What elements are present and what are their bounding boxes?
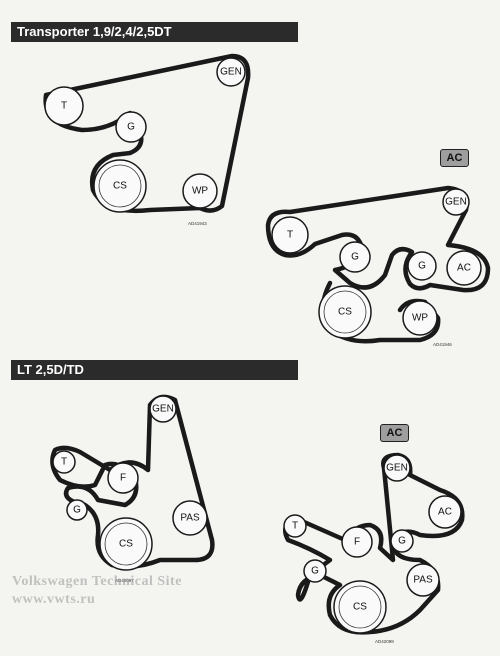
pulley-cs-rim: [338, 585, 382, 629]
pulley-t: [271, 216, 309, 254]
belt-path: [50, 394, 215, 569]
pulley-cs: [333, 580, 387, 634]
label-ac: AC: [457, 263, 471, 274]
pulley-wp: [182, 173, 218, 209]
pulley-cs: [318, 285, 372, 339]
pulley-pas: [172, 500, 208, 536]
pulley-cs: [93, 159, 147, 213]
label-gen: GEN: [445, 197, 467, 208]
label-cs: CS: [338, 307, 352, 318]
label-gen: GEN: [386, 463, 408, 474]
label-gen: GEN: [220, 67, 242, 78]
diagram-code: AD42097: [115, 578, 134, 583]
belt-path: [43, 53, 251, 213]
diagram-lt-ac: GEN AC T F G G PAS CS AD42098: [282, 452, 465, 644]
label-g: G: [127, 122, 135, 133]
pulley-cs-rim: [323, 290, 367, 334]
label-pas: PAS: [180, 513, 200, 524]
label-ac: AC: [438, 507, 452, 518]
pulley-f: [341, 526, 373, 558]
pulley-g: [66, 499, 88, 521]
label-t: T: [292, 521, 298, 532]
label-g1: G: [398, 536, 406, 547]
pulley-ac: [446, 250, 482, 286]
diagram-code: AD41946: [433, 342, 452, 347]
pulley-pas: [406, 563, 440, 597]
pulley-gen: [442, 188, 470, 216]
ac-badge-lt: AC: [380, 424, 409, 442]
section-title-lt: LT 2,5D/TD: [11, 360, 298, 380]
label-wp: WP: [412, 313, 428, 324]
pulley-cs: [99, 517, 153, 571]
pulley-gen: [149, 395, 177, 423]
pulley-t: [283, 514, 307, 538]
pulley-cs-rim: [104, 522, 148, 566]
diagram-transporter-ac: T G GEN G AC CS WP AD41946: [265, 185, 491, 347]
label-t: T: [61, 101, 67, 112]
label-cs: CS: [113, 181, 127, 192]
watermark-url: www.vwts.ru: [12, 592, 96, 607]
pulley-g2: [407, 251, 437, 281]
pulley-g1: [339, 241, 371, 273]
pulley-t: [44, 86, 84, 126]
label-g: G: [73, 505, 81, 516]
label-cs: CS: [119, 539, 133, 550]
section-title-transporter: Transporter 1,9/2,4/2,5DT: [11, 22, 298, 42]
label-t: T: [61, 457, 67, 468]
diagram-lt-no-ac: GEN T F G CS PAS AD42097: [50, 394, 215, 583]
label-pas: PAS: [413, 575, 433, 586]
pulley-g1: [390, 529, 414, 553]
watermark-site-name: Volkswagen Technical Site: [12, 574, 182, 589]
diagram-code: AD41943: [188, 221, 207, 226]
pulley-g: [115, 111, 147, 143]
label-cs: CS: [353, 602, 367, 613]
label-f: F: [354, 537, 360, 548]
label-f: F: [120, 473, 126, 484]
ac-badge-transporter: AC: [440, 149, 469, 167]
diagram-code: AD42098: [375, 639, 394, 644]
pulley-g2: [303, 559, 327, 583]
pulley-t: [52, 450, 76, 474]
label-t: T: [287, 230, 293, 241]
diagram-transporter-no-ac: T G GEN CS WP AD41943: [43, 53, 251, 226]
pulley-f: [107, 462, 139, 494]
label-gen: GEN: [152, 404, 174, 415]
label-g2: G: [311, 566, 319, 577]
pulley-ac: [428, 495, 462, 529]
pulley-gen: [383, 454, 411, 482]
pulley-wp: [402, 300, 438, 336]
pulley-cs-rim: [98, 164, 142, 208]
pulley-gen: [216, 57, 246, 87]
label-g2: G: [418, 261, 426, 272]
label-wp: WP: [192, 186, 208, 197]
label-g1: G: [351, 252, 359, 263]
